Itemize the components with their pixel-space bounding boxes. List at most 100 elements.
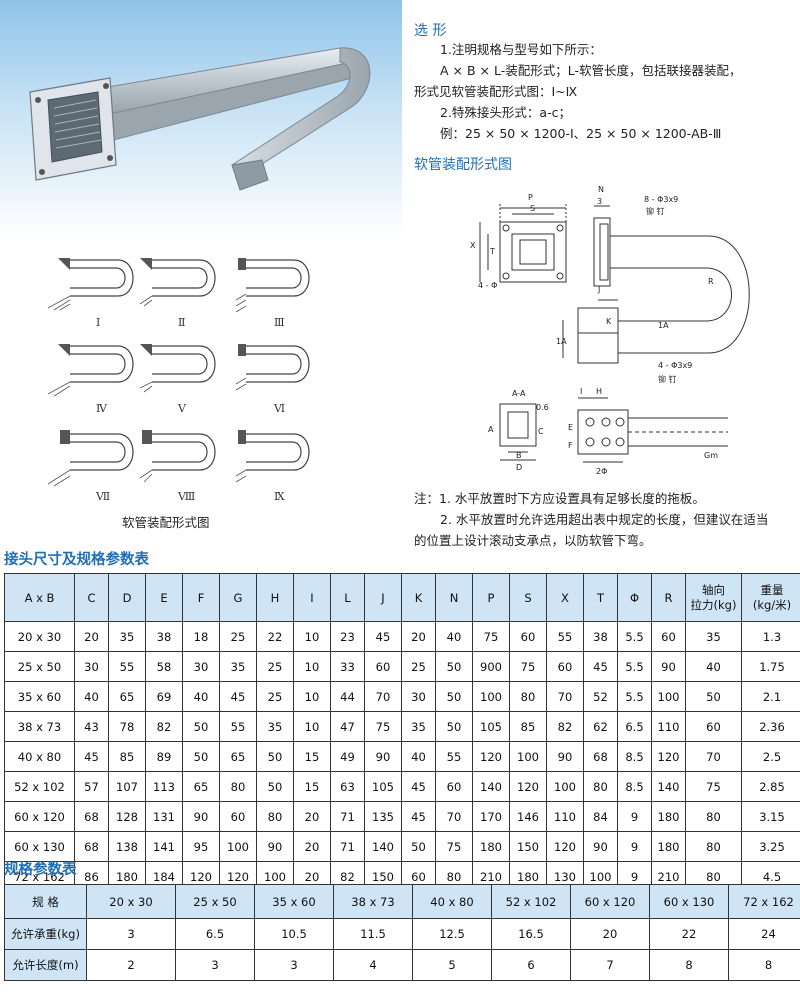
column-header: 40 x 80: [412, 884, 492, 919]
table-cell: 80: [583, 771, 618, 802]
column-header: X: [546, 573, 584, 622]
dim-label: 0.6: [536, 403, 549, 412]
dim-label: 1A: [658, 321, 669, 330]
table-cell: 50: [685, 681, 742, 712]
row-header-cell: 允许承重(kg): [4, 918, 87, 950]
table-cell: 8: [649, 949, 729, 981]
column-header: C: [74, 573, 109, 622]
table-cell: 78: [108, 711, 146, 742]
table-cell: 90: [364, 741, 402, 772]
table-cell: 120: [509, 771, 547, 802]
table-cell: 45: [219, 681, 257, 712]
column-header: G: [219, 573, 257, 622]
row-header-cell: 25 x 50: [4, 651, 75, 682]
table-cell: 55: [108, 651, 146, 682]
column-header: L: [330, 573, 365, 622]
column-header: 60 x 130: [649, 884, 729, 919]
table-cell: 82: [546, 711, 584, 742]
table-cell: 52: [583, 681, 618, 712]
table-cell: 120: [651, 741, 686, 772]
table-cell: 80: [685, 801, 742, 832]
table-cell: 113: [145, 771, 183, 802]
table-cell: 55: [546, 621, 584, 652]
table-cell: 120: [472, 741, 510, 772]
table-cell: 50: [435, 681, 473, 712]
column-header: R: [651, 573, 686, 622]
table-cell: 40: [74, 681, 109, 712]
table-cell: 68: [74, 801, 109, 832]
row-header-cell: 60 x 120: [4, 801, 75, 832]
dim-label: 4 - Φ3x9: [658, 361, 692, 370]
table-cell: 6.5: [617, 711, 652, 742]
column-header: 60 x 120: [570, 884, 650, 919]
table-cell: 57: [74, 771, 109, 802]
table-cell: 60: [509, 621, 547, 652]
table-cell: 9: [617, 831, 652, 862]
table-cell: 45: [364, 621, 402, 652]
dim-label: 铆 钉: [658, 374, 677, 384]
table-cell: 141: [145, 831, 183, 862]
table-cell: 105: [472, 711, 510, 742]
table-cell: 135: [364, 801, 402, 832]
table-cell: 20: [74, 621, 109, 652]
table-cell: 90: [256, 831, 294, 862]
table-cell: 85: [108, 741, 146, 772]
table-cell: 1.3: [741, 621, 800, 652]
column-header: 25 x 50: [175, 884, 255, 919]
row-header-cell: 60 x 130: [4, 831, 75, 862]
column-header: 重量 (kg/米): [741, 573, 800, 622]
column-header: D: [108, 573, 146, 622]
table-cell: 150: [509, 831, 547, 862]
selection-line-1: 1.注明规格与型号如下所示：: [440, 42, 602, 57]
table-cell: 2.85: [741, 771, 800, 802]
table-cell: 20: [293, 801, 331, 832]
table-cell: 45: [583, 651, 618, 682]
table-cell: 44: [330, 681, 365, 712]
table-cell: 30: [401, 681, 436, 712]
column-header: K: [401, 573, 436, 622]
selection-heading: 选 形: [414, 23, 447, 39]
row-header-cell: 40 x 80: [4, 741, 75, 772]
table-cell: 75: [509, 651, 547, 682]
dim-label: 3: [597, 197, 602, 206]
table-cell: 58: [145, 651, 183, 682]
row-header-cell: 52 x 102: [4, 771, 75, 802]
table-cell: 35: [256, 711, 294, 742]
dim-label: C: [538, 427, 544, 436]
table-cell: 9: [617, 801, 652, 832]
table-cell: 8.5: [617, 771, 652, 802]
table-cell: 5.5: [617, 621, 652, 652]
table-cell: 70: [546, 681, 584, 712]
dim-label: X: [470, 241, 476, 250]
column-header: N: [435, 573, 473, 622]
table-cell: 2.1: [741, 681, 800, 712]
assembly-heading: 软管装配形式图: [414, 157, 512, 173]
column-header: J: [364, 573, 402, 622]
selection-line-2: A × B × L-装配形式；L-软管长度，包括联接器装配，: [440, 63, 742, 78]
table-cell: 170: [472, 801, 510, 832]
column-header: P: [472, 573, 510, 622]
table-cell: 107: [108, 771, 146, 802]
row-header-cell: 35 x 60: [4, 681, 75, 712]
table-cell: 10: [293, 711, 331, 742]
form-numeral: Ⅲ: [274, 316, 285, 329]
table-cell: 40: [435, 621, 473, 652]
column-header: 38 x 73: [333, 884, 413, 919]
table-cell: 50: [256, 741, 294, 772]
column-header: 轴向 拉力(kg): [685, 573, 742, 622]
dim-label: B: [516, 451, 522, 460]
flange-front: [499, 221, 567, 283]
table-cell: 75: [472, 621, 510, 652]
table-cell: 131: [145, 801, 183, 832]
table-cell: 30: [74, 651, 109, 682]
table-cell: 90: [583, 831, 618, 862]
table-cell: 10.5: [254, 918, 334, 950]
table-cell: 10: [293, 621, 331, 652]
table-cell: 23: [330, 621, 365, 652]
table-cell: 5: [412, 949, 492, 981]
steel-hose-illustration: [29, 47, 371, 191]
